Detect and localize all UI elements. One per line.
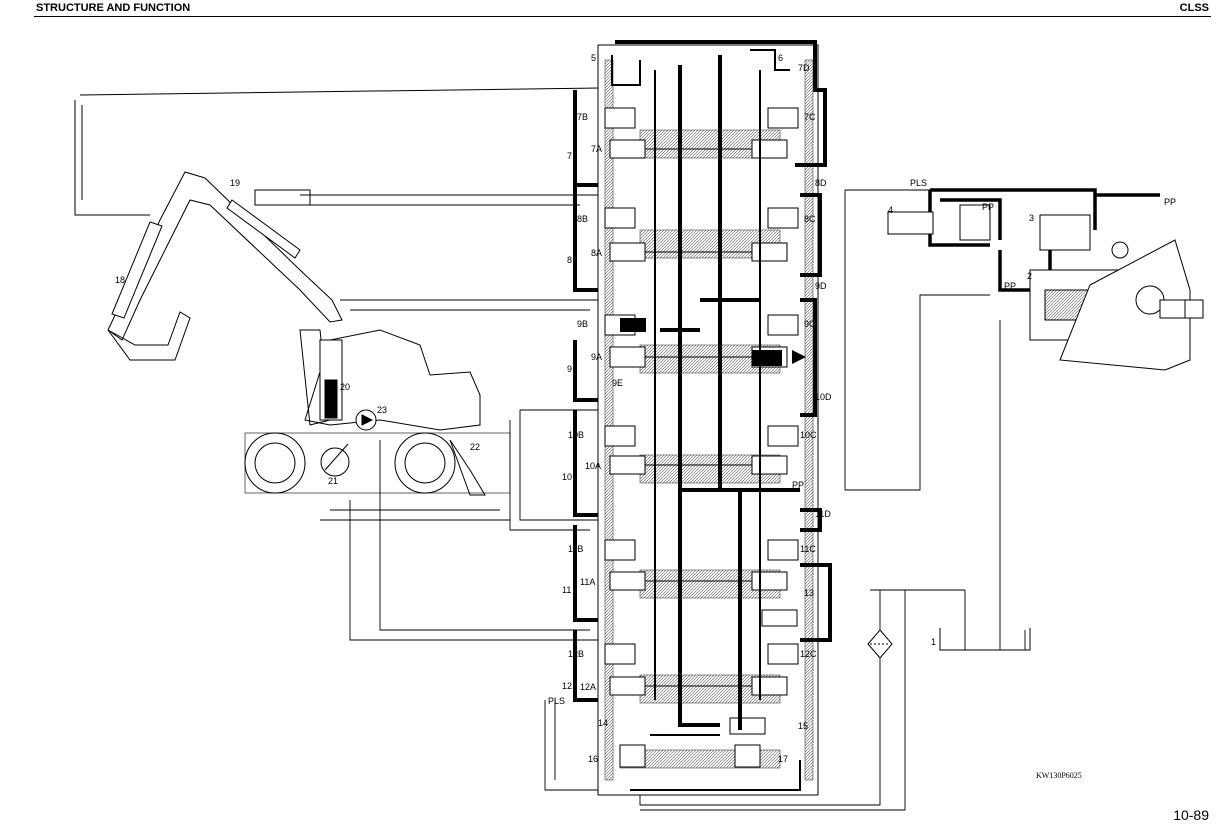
label-23: 23: [377, 405, 387, 415]
label-10B: 10B: [568, 430, 584, 440]
label-18: 18: [115, 275, 125, 285]
label-9E: 9E: [612, 378, 623, 388]
label-Pp-pump-top: PP: [982, 202, 994, 212]
label-9B: 9B: [577, 319, 588, 329]
label-10D: 10D: [815, 392, 832, 402]
pump-assembly: [887, 188, 1204, 371]
label-6: 6: [778, 53, 783, 63]
figure-code: KW130P6025: [1036, 771, 1082, 780]
label-8C: 8C: [804, 214, 816, 224]
label-11D: 11D: [815, 509, 831, 519]
label-12B: 12B: [568, 649, 584, 659]
label-3: 3: [1029, 213, 1034, 223]
label-11C: 11C: [800, 544, 816, 554]
label-7D: 7D: [798, 63, 810, 73]
label-12C: 12C: [800, 649, 817, 659]
label-11: 11: [562, 585, 571, 595]
label-Pls-valve: PLS: [548, 696, 565, 706]
label-5: 5: [591, 53, 596, 63]
label-7B: 7B: [577, 112, 588, 122]
page-number: 10-89: [1173, 807, 1209, 823]
label-20: 20: [340, 382, 350, 392]
label-9: 9: [567, 364, 572, 374]
label-10C: 10C: [800, 430, 817, 440]
label-12: 12: [562, 681, 572, 691]
header-section-title: STRUCTURE AND FUNCTION: [36, 2, 191, 14]
label-9C: 9C: [804, 319, 816, 329]
label-8: 8: [567, 255, 572, 265]
label-11A: 11A: [580, 577, 595, 587]
valve-labels: 5 6 7D 7B 7C 7 7A 8D 8B 8C 8 8A 9D 9B 9C…: [548, 53, 832, 764]
thin-pilot-lines: [300, 189, 1026, 811]
label-2: 2: [1027, 271, 1032, 281]
label-Pp-valve: PP: [792, 480, 804, 490]
label-12A: 12A: [580, 682, 596, 692]
label-1: 1: [931, 637, 936, 647]
label-7: 7: [567, 151, 572, 161]
label-21: 21: [328, 476, 338, 486]
label-Pls-pump: PLS: [910, 178, 927, 188]
label-13: 13: [804, 588, 814, 598]
label-9A: 9A: [591, 352, 602, 362]
label-10A: 10A: [585, 461, 601, 471]
label-4: 4: [888, 205, 893, 215]
label-17: 17: [778, 754, 788, 764]
label-Pp-pump-right: PP: [1164, 197, 1176, 207]
excavator-illustration: [74, 87, 601, 431]
label-19: 19: [230, 178, 240, 188]
tank-symbol: [939, 628, 1031, 651]
label-8A: 8A: [591, 248, 602, 258]
label-8B: 8B: [577, 214, 588, 224]
label-14: 14: [598, 718, 608, 728]
label-9D: 9D: [815, 281, 827, 291]
label-10: 10: [562, 472, 572, 482]
label-8D: 8D: [815, 178, 827, 188]
label-16: 16: [588, 754, 598, 764]
filter-symbol: [867, 629, 893, 659]
label-7C: 7C: [804, 112, 816, 122]
label-7A: 7A: [591, 144, 602, 154]
control-valve-stack: [573, 40, 832, 796]
travel-motor-symbols: [320, 409, 377, 477]
label-15: 15: [798, 721, 808, 731]
pump-labels: PLS 4 PP 3 PP 2 PP 1: [888, 178, 1176, 647]
header-rule: [34, 16, 1211, 17]
machine-labels: 18 19 20 21 22 23: [115, 178, 480, 486]
label-11B: 11B: [568, 544, 583, 554]
header-chapter-code: CLSS: [1179, 2, 1209, 14]
label-Pp-pump-bottom: PP: [1004, 281, 1016, 291]
label-22: 22: [470, 442, 480, 452]
